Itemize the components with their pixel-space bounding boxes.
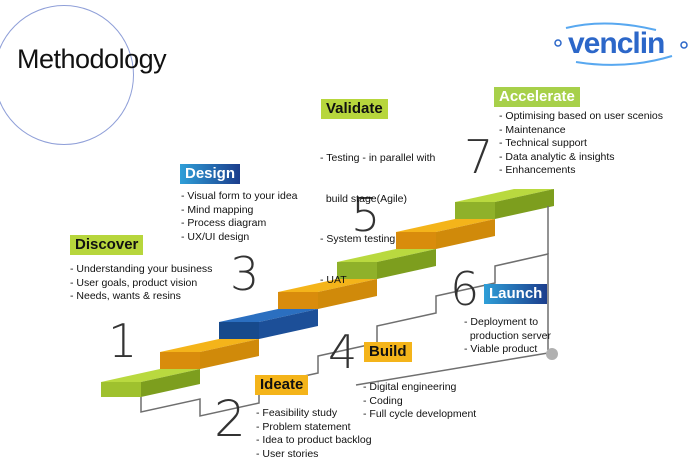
list-item: - Full cycle development [363, 408, 477, 420]
step-label-design: Design [180, 164, 241, 184]
step-number-4: 4 [328, 325, 358, 379]
step-items-design: - Visual form to your idea - Mind mappin… [181, 190, 298, 244]
list-item: - Technical support [499, 137, 587, 149]
list-item: - Enhancements [499, 164, 576, 176]
step-label-validate: Validate [321, 99, 388, 119]
list-item: - Idea to product backlog [256, 434, 372, 446]
list-item: - Mind mapping [181, 203, 254, 216]
list-item: build stage(Agile) [320, 192, 407, 205]
list-item: - Digital engineering [363, 381, 457, 393]
step-items-discover: - Understanding your business - User goa… [70, 263, 212, 304]
page-title: Methodology [17, 44, 167, 74]
list-item: - User stories [256, 447, 319, 460]
list-item: - Maintenance [499, 123, 566, 136]
step-items-build: - Digital engineering - Coding - Full cy… [363, 381, 476, 422]
list-item: - Testing - in parallel with [320, 152, 436, 164]
list-item: - Visual form to your idea [181, 190, 298, 202]
step-label-ideate: Ideate [255, 375, 309, 395]
step-items-validate: - Testing - in parallel with build stage… [320, 125, 435, 301]
step-number-5: 5 [351, 188, 381, 242]
step-number-7: 7 [464, 130, 494, 184]
list-item: - UX/UI design [181, 230, 250, 243]
list-item: - System testing [320, 233, 396, 245]
step-number-6: 6 [450, 262, 480, 316]
step-items-launch: - Deployment to production server - Viab… [464, 316, 551, 357]
step-number-3: 3 [230, 247, 260, 301]
step-items-accelerate: - Optimising based on user scenios - Mai… [499, 110, 663, 178]
step-label-launch: Launch [484, 284, 548, 304]
list-item: - Data analytic & insights [499, 150, 615, 163]
list-item: - Deployment to [464, 316, 539, 328]
decorative-circle [0, 5, 134, 145]
step-items-ideate: - Feasibility study - Problem statement … [256, 407, 372, 461]
logo-text: venclin [568, 27, 664, 60]
list-item: - Optimising based on user scenios [499, 110, 663, 122]
list-item: - Viable product [464, 343, 538, 355]
list-item: - Feasibility study [256, 407, 338, 419]
step-number-1: 1 [108, 314, 138, 368]
list-item: production server [464, 329, 551, 342]
list-item: - Understanding your business [70, 263, 213, 275]
list-item: - Coding [363, 394, 403, 407]
list-item: - Process diagram [181, 217, 267, 229]
step-label-accelerate: Accelerate [494, 87, 580, 107]
step-label-discover: Discover [70, 235, 144, 255]
list-item: - Problem statement [256, 420, 351, 433]
list-item: - Needs, wants & resins [70, 290, 181, 302]
list-item: - UAT [320, 273, 347, 286]
list-item: - User goals, product vision [70, 276, 198, 289]
step-number-2: 2 [214, 390, 246, 448]
venclin-logo: venclin [554, 22, 688, 66]
step-label-build: Build [364, 342, 412, 362]
